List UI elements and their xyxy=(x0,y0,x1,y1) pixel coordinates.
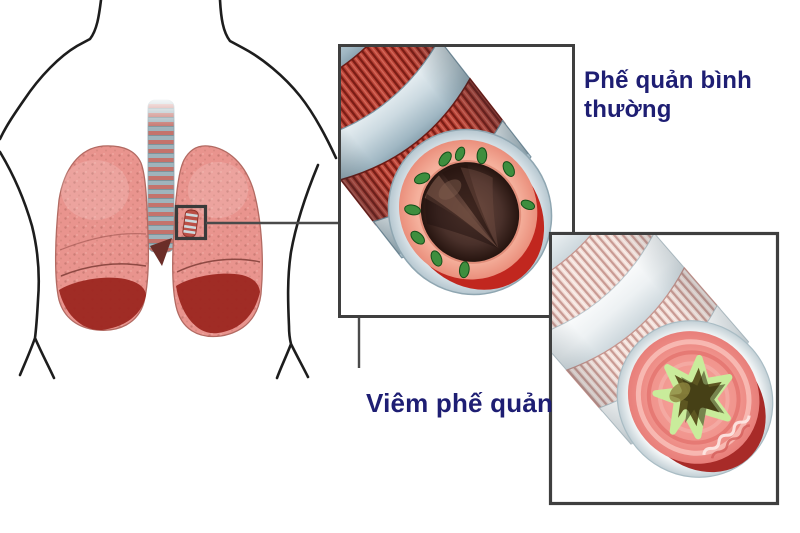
lung-right-base xyxy=(176,273,260,334)
callout-square xyxy=(174,204,208,241)
lung-left-fissure-upper xyxy=(59,233,147,251)
inflamed-bronchus-illustration xyxy=(552,235,774,478)
normal-bronchus-label: Phế quản bình thường xyxy=(584,66,752,125)
normal-bronchus-illustration xyxy=(341,47,553,296)
lung-right-fissure xyxy=(176,258,261,273)
lung-left-base xyxy=(59,277,146,331)
lungs xyxy=(54,145,263,338)
person-outline xyxy=(0,0,338,380)
carina xyxy=(150,238,172,266)
normal-bronchus-box xyxy=(338,44,575,318)
lung-left-fissure xyxy=(60,263,147,277)
arm-torso-left xyxy=(0,150,56,380)
normal-bronchus-label-line2: thường xyxy=(584,96,672,124)
gland-green-cells xyxy=(404,146,536,279)
bronchus-segment-small xyxy=(182,209,199,238)
neck-shoulder-right xyxy=(218,0,338,160)
narrowed-lumen-star xyxy=(639,341,749,451)
normal-bronchus-label-line1: Phế quản bình xyxy=(584,67,752,94)
callout-marker xyxy=(174,204,339,241)
trachea xyxy=(144,96,178,266)
inflamed-bronchus-box xyxy=(548,231,780,506)
arm-torso-right xyxy=(275,163,320,380)
inflamed-bronchus-label: Viêm phế quản xyxy=(366,388,554,418)
neck-shoulder-left xyxy=(0,0,103,141)
